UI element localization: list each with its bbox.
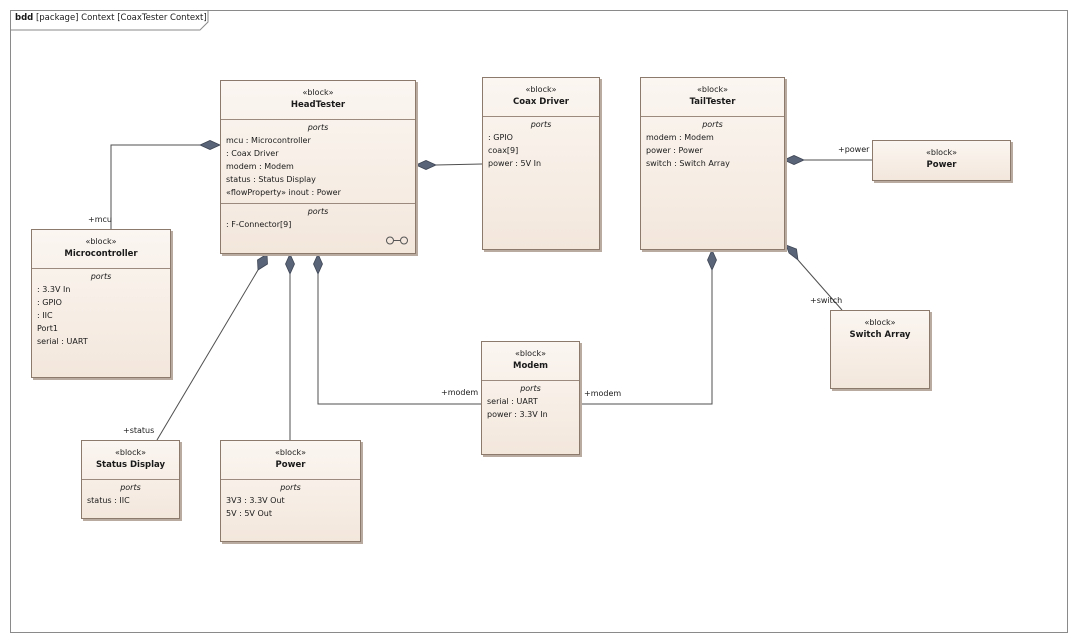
ports-compartment-title: ports (520, 384, 541, 393)
block-microcontroller[interactable]: «block» Microcontroller ports : 3.3V In … (31, 229, 171, 378)
port-row: power : Power (646, 146, 703, 155)
block-tailtester[interactable]: «block» TailTester ports modem : Modem p… (640, 77, 785, 250)
block-power-right[interactable]: «block» Power (872, 140, 1011, 181)
port-row: modem : Modem (646, 133, 714, 142)
port-row: : F-Connector[9] (226, 220, 292, 229)
block-name: HeadTester (290, 100, 346, 110)
composition-diamond-coax (415, 160, 437, 170)
ports-compartment-title: ports (307, 123, 329, 132)
role-label-modem-left: +modem (441, 388, 479, 397)
block-name: Status Display (95, 460, 166, 470)
connector-icon (386, 236, 408, 245)
port-row: : Coax Driver (226, 149, 279, 158)
block-stereotype: «block» (525, 85, 557, 94)
port-row: serial : UART (37, 337, 88, 346)
block-power-bottom[interactable]: «block» Power ports 3V3 : 3.3V Out 5V : … (220, 440, 361, 542)
block-name: Modem (512, 361, 548, 371)
composition-line-switch (797, 259, 843, 311)
port-row: 3V3 : 3.3V Out (226, 496, 285, 505)
block-stereotype: «block» (274, 448, 306, 457)
port-row: mcu : Microcontroller (226, 136, 311, 145)
block-modem[interactable]: «block» Modem ports serial : UART power … (481, 341, 580, 455)
composition-line-mcu (110, 144, 200, 229)
port-row: modem : Modem (226, 162, 294, 171)
block-name: Coax Driver (513, 97, 569, 107)
role-label-power: +power (838, 145, 870, 154)
role-label-switch: +switch (810, 296, 843, 305)
port-row: : GPIO (488, 133, 513, 142)
port-row: switch : Switch Array (646, 159, 730, 168)
frame-title: bdd [package] Context [CoaxTester Contex… (15, 13, 207, 23)
composition-line-coax (435, 163, 483, 166)
composition-diamond-mcu (199, 140, 221, 150)
ports-compartment-title: ports (530, 120, 552, 129)
block-headtester[interactable]: «block» HeadTester ports mcu : Microcont… (220, 80, 416, 254)
block-stereotype: «block» (302, 88, 334, 97)
composition-line-modem-tail (580, 270, 713, 405)
block-name: TailTester (689, 97, 736, 107)
role-label-mcu: +mcu (88, 215, 112, 224)
block-name: Switch Array (849, 330, 911, 340)
port-row: «flowProperty» inout : Power (226, 188, 341, 197)
block-stereotype: «block» (864, 318, 896, 327)
composition-diamond-switch (785, 244, 799, 261)
composition-line-status (156, 269, 259, 441)
block-stereotype: «block» (925, 148, 957, 157)
block-status-display[interactable]: «block» Status Display ports status : II… (81, 440, 180, 519)
ports-compartment-title: ports (280, 483, 301, 492)
frame-tab (10, 10, 209, 31)
composition-diamond-modem-tail (707, 249, 717, 271)
block-stereotype: «block» (514, 349, 546, 358)
composition-diamond-power-bottom (285, 253, 295, 275)
block-name: Microcontroller (64, 249, 138, 259)
port-row: Port1 (37, 324, 58, 333)
port-row: 5V : 5V Out (226, 509, 272, 518)
role-label-modem-right: +modem (584, 389, 622, 398)
frame-heading: [package] Context [CoaxTester Context] (35, 13, 207, 23)
port-row: serial : UART (487, 397, 538, 406)
frame-kind: bdd (15, 13, 34, 23)
block-stereotype: «block» (114, 448, 146, 457)
ports-compartment-title: ports (307, 207, 329, 216)
port-row: coax[9] (488, 146, 519, 155)
role-label-status: +status (123, 426, 155, 435)
diagram-frame (10, 10, 1068, 633)
port-row: : GPIO (37, 298, 62, 307)
composition-diamond-modem-head (313, 253, 323, 275)
block-stereotype: «block» (85, 237, 117, 246)
block-stereotype: «block» (696, 85, 728, 94)
block-name: Power (926, 160, 957, 170)
composition-diamond-power (783, 155, 805, 165)
composition-line-modem-head (317, 274, 481, 405)
block-coax-driver[interactable]: «block» Coax Driver ports : GPIO coax[9]… (482, 77, 600, 250)
ports-compartment-title: ports (702, 120, 723, 129)
block-name: Power (275, 460, 306, 470)
port-row: status : IIC (87, 496, 130, 505)
ports-compartment-title: ports (120, 483, 141, 492)
ports-compartment-title: ports (90, 272, 112, 281)
port-row: : 3.3V In (37, 285, 71, 294)
port-row: status : Status Display (226, 175, 316, 184)
block-switch-array[interactable]: «block» Switch Array (830, 310, 930, 389)
port-row: power : 5V In (488, 159, 542, 168)
port-row: power : 3.3V In (487, 410, 548, 419)
port-row: : IIC (37, 311, 53, 320)
composition-diamond-status (257, 253, 268, 271)
